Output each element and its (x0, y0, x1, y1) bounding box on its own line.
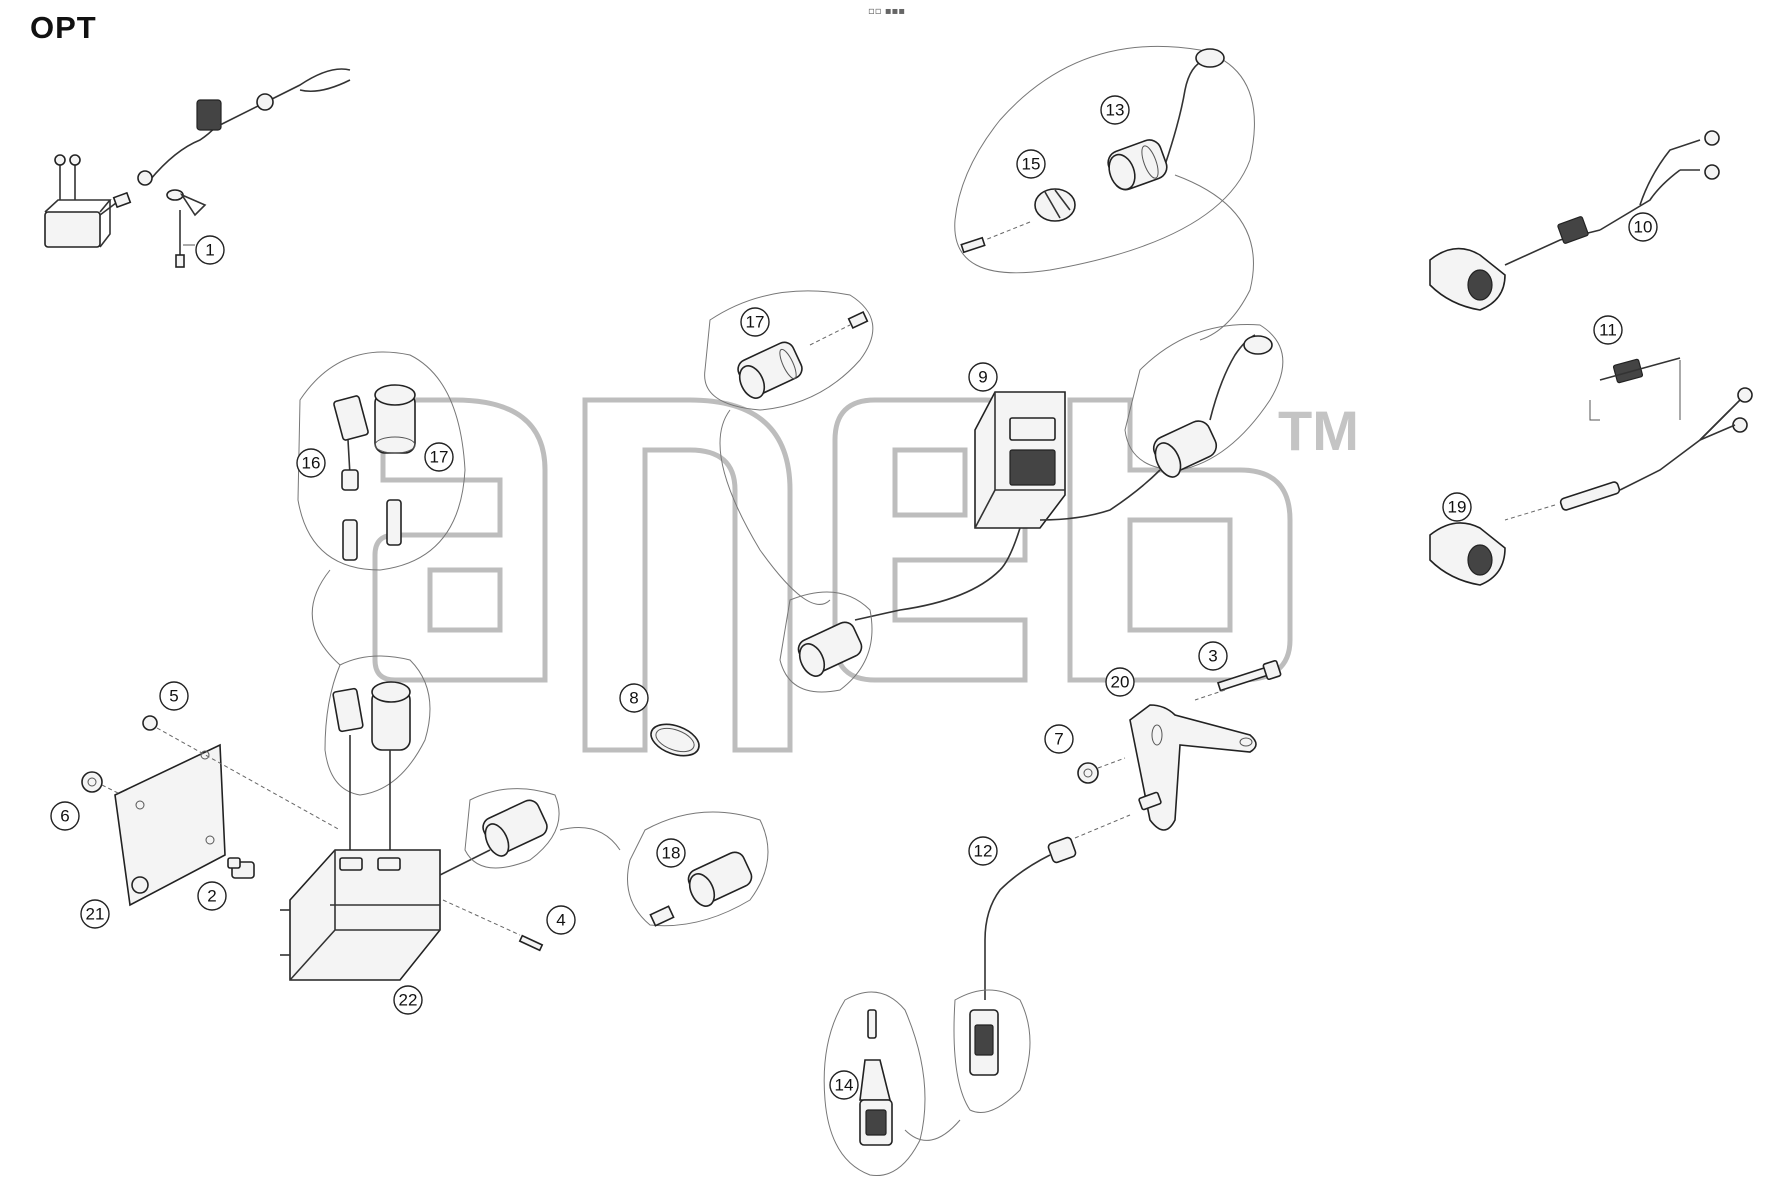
group-items-13-15 (954, 45, 1255, 274)
group-items-16-17 (297, 351, 466, 571)
callout-13: 13 (1100, 95, 1130, 125)
cover-plate-21 (114, 743, 226, 907)
protective-cap-connector-9 (1124, 324, 1284, 478)
callout-label-22: 22 (399, 991, 418, 1010)
callout-label-17-left: 17 (430, 448, 449, 467)
screw-4 (442, 899, 544, 952)
callout-1: 1 (183, 235, 225, 265)
plug-16 (333, 395, 369, 561)
group-link-13-9 (1174, 174, 1254, 341)
callout-10: 10 (1628, 212, 1658, 242)
callout-label-1: 1 (205, 241, 214, 260)
connector-17-upper (737, 341, 803, 399)
nut-7 (1077, 757, 1126, 784)
callout-7: 7 (1044, 724, 1074, 754)
callout-21: 21 (80, 899, 110, 929)
callout-5: 5 (159, 681, 189, 711)
callout-12: 12 (968, 836, 998, 866)
nut-5 (142, 715, 341, 831)
callout-11: 11 (1593, 315, 1623, 345)
connector-17-left (374, 384, 416, 546)
socket-19 (1429, 522, 1506, 586)
callout-label-7: 7 (1054, 730, 1063, 749)
callout-label-14: 14 (835, 1076, 854, 1095)
callout-label-15: 15 (1022, 155, 1041, 174)
callout-label-2: 2 (207, 887, 216, 906)
bolt-3 (1194, 659, 1282, 701)
callout-2: 2 (197, 881, 227, 911)
group-item-22-connectors (324, 655, 431, 860)
watermark-tm: TM (1278, 399, 1359, 462)
callout-16: 16 (296, 448, 326, 478)
hose-clamp-8 (650, 723, 700, 757)
group-link-box-18 (559, 827, 621, 851)
fuse-holder-11 (1589, 357, 1681, 421)
cable-gland-15 (960, 188, 1076, 254)
callout-4: 4 (546, 905, 576, 935)
callout-label-9: 9 (978, 368, 987, 387)
group-item-14-region (953, 989, 1031, 1113)
callout-18: 18 (656, 838, 686, 868)
cable-harness-11-19 (1504, 387, 1753, 521)
socket-cable-10 (1429, 130, 1720, 311)
callout-label-17-upper: 17 (746, 313, 765, 332)
callout-19: 19 (1442, 492, 1472, 522)
group-link-16-22 (311, 569, 341, 666)
connector-18 (687, 851, 753, 907)
callout-9: 9 (968, 362, 998, 392)
group-link-17-lower-connector (719, 409, 831, 605)
callout-label-5: 5 (169, 687, 178, 706)
callout-22: 22 (393, 985, 423, 1015)
callout-label-13: 13 (1106, 101, 1125, 120)
top-mark: ▫▫ ▪▪▪ (868, 6, 906, 17)
protective-cap-connector-13 (1107, 48, 1225, 191)
diagram-title: OPT (30, 10, 97, 45)
electrical-box-22 (280, 849, 491, 981)
callout-label-11: 11 (1599, 321, 1617, 340)
group-lower-connector-9 (779, 591, 873, 693)
callout-14: 14 (829, 1070, 859, 1100)
group-item-18 (627, 811, 769, 927)
callout-17-left: 17 (424, 442, 454, 472)
callout-label-6: 6 (60, 807, 69, 826)
group-item-17-upper (704, 290, 874, 411)
callout-label-20: 20 (1111, 673, 1130, 692)
callout-label-4: 4 (556, 911, 565, 930)
callout-label-16: 16 (302, 454, 321, 473)
group-link-14 (904, 1119, 961, 1141)
callout-label-8: 8 (629, 689, 638, 708)
nut-6 (81, 771, 119, 794)
callout-20: 20 (1105, 667, 1135, 697)
bolt-2 (227, 857, 255, 879)
callout-6: 6 (50, 801, 80, 831)
assembly-overview-sketch (44, 68, 351, 268)
callout-label-12: 12 (974, 842, 993, 861)
callout-label-3: 3 (1208, 647, 1217, 666)
callout-8: 8 (619, 683, 649, 713)
callout-17-upper: 17 (740, 307, 770, 337)
cable-12 (984, 814, 1131, 1000)
bracket-20 (1129, 704, 1257, 831)
callout-15: 15 (1016, 149, 1046, 179)
callout-3: 3 (1198, 641, 1228, 671)
callout-label-21: 21 (86, 905, 105, 924)
callout-label-19: 19 (1448, 498, 1467, 517)
cable-gland-connector-box (464, 788, 560, 869)
cable-unit-to-connector (854, 569, 1001, 621)
control-unit-9 (974, 391, 1161, 571)
callout-label-10: 10 (1634, 218, 1653, 237)
callout-label-18: 18 (662, 844, 681, 863)
group-item-14 (823, 991, 926, 1177)
